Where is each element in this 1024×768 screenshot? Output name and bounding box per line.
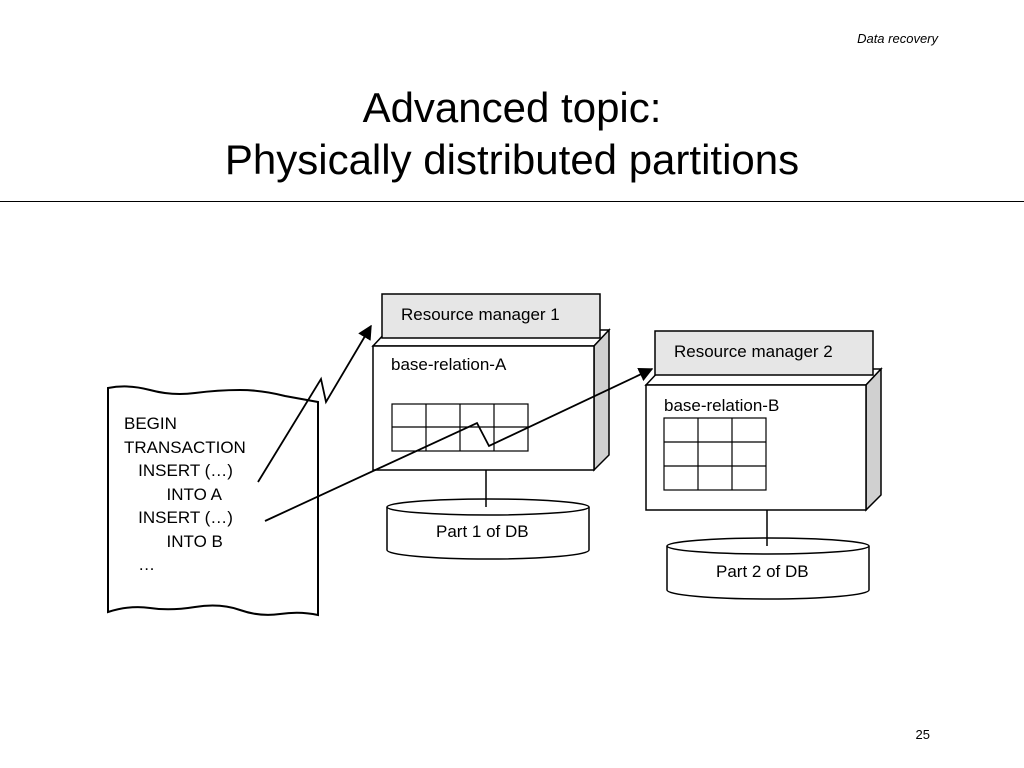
page-number: 25 bbox=[915, 727, 930, 742]
code-line: … bbox=[124, 555, 156, 574]
title-divider bbox=[0, 201, 1024, 202]
db-part-1-label: Part 1 of DB bbox=[436, 522, 529, 541]
code-line: BEGIN bbox=[124, 414, 177, 433]
title-line-2: Physically distributed partitions bbox=[224, 136, 800, 183]
title-line-1: Advanced topic: bbox=[362, 84, 662, 131]
db-part-2-label: Part 2 of DB bbox=[716, 562, 809, 581]
insert-b-arrow bbox=[264, 368, 654, 522]
code-line: INSERT (…) bbox=[124, 508, 233, 527]
db-part-2-cylinder bbox=[666, 537, 870, 600]
insert-a-arrow bbox=[257, 324, 372, 483]
resource-manager-2-tab bbox=[654, 330, 874, 376]
code-line: INSERT (…) bbox=[124, 461, 233, 480]
db-part-1-cylinder bbox=[386, 498, 590, 560]
base-relation-a-label: base-relation-A bbox=[391, 355, 507, 374]
resource-manager-1-tab bbox=[381, 293, 601, 339]
code-line: INTO B bbox=[124, 531, 223, 551]
table-b-grid bbox=[663, 417, 767, 491]
transaction-document bbox=[107, 385, 319, 617]
resource-manager-1-label: Resource manager 1 bbox=[401, 305, 560, 324]
table-a-grid bbox=[391, 403, 529, 452]
code-line: TRANSACTION bbox=[124, 437, 246, 457]
code-line: INTO A bbox=[124, 484, 222, 504]
resource-manager-2-label: Resource manager 2 bbox=[674, 342, 833, 361]
transaction-code: BEGIN TRANSACTION INSERT (…) INTO A INSER… bbox=[124, 412, 246, 577]
base-relation-b-label: base-relation-B bbox=[664, 396, 780, 415]
section-label: Data recovery bbox=[857, 31, 938, 46]
slide-title: Advanced topic: Physically distributed p… bbox=[0, 82, 1024, 186]
